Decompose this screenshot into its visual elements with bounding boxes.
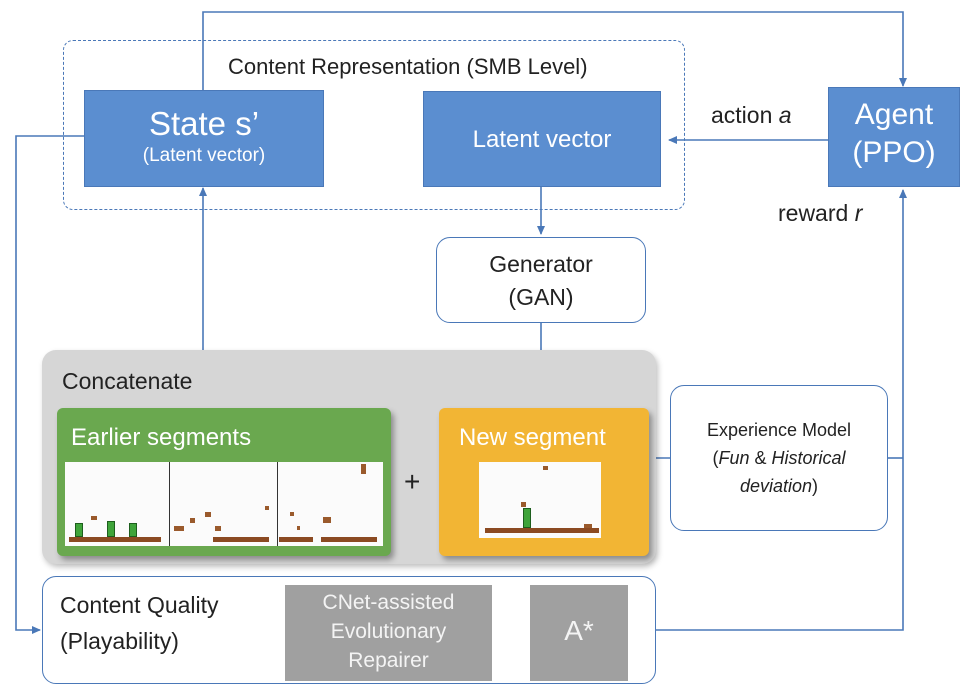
repairer-line2: Evolutionary — [330, 620, 447, 643]
concatenate-label: Concatenate — [62, 368, 193, 394]
earlier-segments-level-image — [65, 462, 383, 546]
content-representation-label: Content Representation (SMB Level) — [226, 54, 590, 80]
experience-model-label: Experience Model — [706, 420, 852, 440]
agent-label: Agent — [854, 98, 934, 131]
astar-box[interactable]: A* — [530, 585, 628, 681]
state-to-agent-arrow — [202, 11, 907, 90]
experience-amp: & — [749, 448, 772, 468]
experience-deviation: deviation — [739, 476, 813, 496]
astar-label: A* — [564, 615, 594, 646]
generator-box[interactable]: Generator (GAN) — [436, 237, 646, 323]
new-segment-label: New segment — [459, 424, 606, 451]
state-to-quality-arrow — [15, 135, 84, 634]
state-subtitle: (Latent vector) — [142, 145, 266, 166]
reward-label: reward r — [778, 200, 862, 227]
state-title: State s’ — [148, 105, 260, 142]
content-quality-label: Content Quality — [60, 592, 219, 618]
repairer-line1: CNet-assisted — [322, 591, 455, 614]
experience-model-box[interactable]: Experience Model (Fun & Historical devia… — [670, 385, 888, 531]
new-segment-level-image — [479, 462, 601, 538]
repairer-line3: Repairer — [348, 649, 429, 672]
experience-model-deviation: deviation) — [671, 476, 887, 497]
action-word: action — [711, 102, 773, 128]
state-box[interactable]: State s’ (Latent vector) — [84, 90, 324, 187]
experience-historical: Historical — [771, 448, 846, 468]
latent-vector-box[interactable]: Latent vector — [423, 91, 661, 187]
reward-word: reward — [778, 200, 849, 226]
reward-symbol: r — [854, 200, 863, 226]
earlier-segments-box[interactable]: Earlier segments — [57, 408, 391, 556]
experience-fun: Fun — [718, 448, 750, 468]
agent-algorithm: (PPO) — [852, 136, 936, 169]
latent-vector-label: Latent vector — [472, 126, 612, 153]
earlier-segments-label: Earlier segments — [71, 424, 252, 451]
action-symbol: a — [778, 102, 792, 128]
repairer-box[interactable]: CNet-assisted Evolutionary Repairer — [285, 585, 492, 681]
action-label: action a — [711, 102, 792, 129]
content-quality-playability: (Playability) — [60, 628, 179, 654]
astar-to-agent-line — [656, 189, 907, 631]
generator-label: Generator — [489, 251, 593, 277]
agent-box[interactable]: Agent (PPO) — [828, 87, 960, 187]
plus-sign: + — [404, 466, 421, 497]
new-segment-box[interactable]: New segment — [439, 408, 649, 556]
experience-paren-close: ) — [812, 476, 819, 496]
content-representation-frame — [63, 40, 685, 210]
experience-model-terms: (Fun & Historical — [671, 448, 887, 469]
experience-paren-open: ( — [712, 448, 719, 468]
generator-model: (GAN) — [508, 284, 574, 310]
